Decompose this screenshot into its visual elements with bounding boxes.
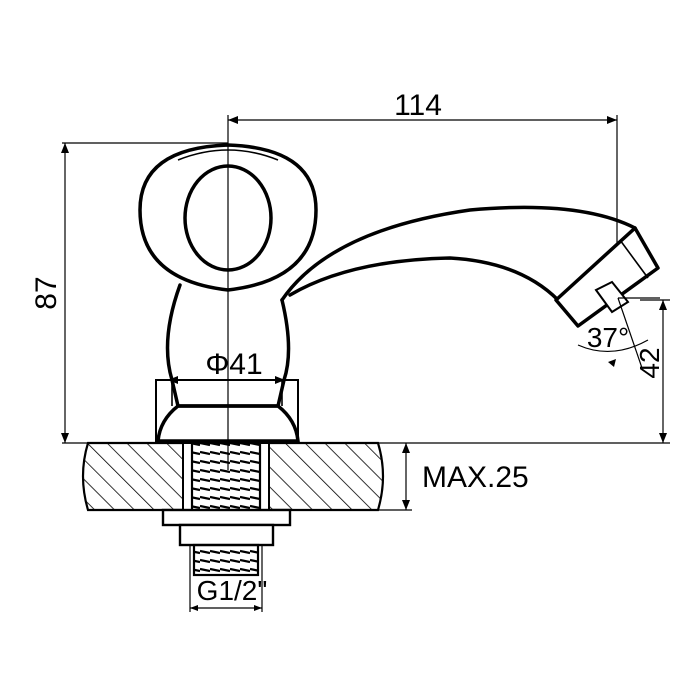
dim-spout xyxy=(298,299,670,444)
dim-height xyxy=(61,142,228,444)
label-max-thickness: MAX.25 xyxy=(422,461,529,494)
inlet-thread xyxy=(189,543,263,612)
dim-max-thickness xyxy=(378,443,412,511)
threaded-shank xyxy=(190,441,262,513)
label-height: 87 xyxy=(30,276,63,309)
base-flange xyxy=(155,379,300,444)
mounting-nut xyxy=(161,508,292,547)
spout xyxy=(280,205,660,328)
label-diameter: Φ41 xyxy=(205,348,262,381)
label-angle: 37° xyxy=(587,322,629,353)
label-spout: 42 xyxy=(634,347,665,378)
dim-angle xyxy=(577,297,660,369)
label-width: 114 xyxy=(394,89,442,122)
dim-diameter xyxy=(168,376,285,384)
label-thread: G1/2" xyxy=(197,575,268,606)
dim-width xyxy=(228,115,618,246)
